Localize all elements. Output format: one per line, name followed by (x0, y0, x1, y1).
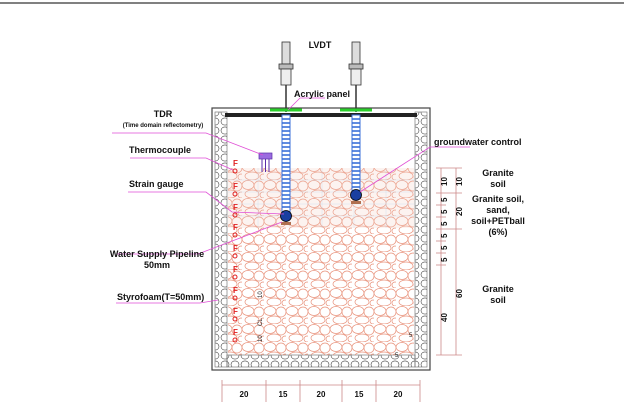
layer-mid-name: Granite soil, (472, 194, 524, 204)
svg-text:F: F (233, 328, 238, 337)
svg-text:F: F (233, 286, 238, 295)
tdr-label: TDR (154, 109, 173, 119)
dim-inner-0: 10 (440, 177, 449, 186)
dim-outer-1: 20 (455, 207, 464, 216)
dim-top-0: 20 (240, 390, 249, 399)
water-supply-size: 50mm (144, 260, 170, 270)
styrofoam-base (226, 354, 416, 368)
thermocouple-sensor: F (232, 244, 238, 259)
strain-gauge-label: Strain gauge (129, 179, 184, 189)
thermocouple-array: F F F F F F F F F (232, 159, 238, 343)
inner-note-cl: CL (258, 318, 264, 326)
thermocouple-sensor: F (232, 307, 238, 322)
lvdt-label: LVDT (309, 40, 332, 50)
acrylic-panel-label: Acrylic panel (294, 89, 350, 99)
lvdt-left (270, 41, 302, 112)
svg-text:F: F (233, 244, 238, 253)
dim-inner-5: 5 (440, 245, 449, 250)
tdr-probe (258, 152, 273, 172)
thermocouple-sensor: F (232, 328, 238, 343)
settlement-rod-left (280, 114, 292, 225)
dim-top-3: 15 (355, 390, 364, 399)
styrofoam-left-wall (214, 111, 228, 368)
dim-top-4: 20 (394, 390, 403, 399)
dim-inner-7: 40 (440, 313, 449, 322)
styrofoam-right-wall (414, 111, 428, 368)
thermocouple-sensor: F (232, 223, 238, 238)
thermocouple-sensor: F (232, 159, 238, 174)
right-outer-dimensions: 10 20 60 (455, 177, 464, 298)
leader-lines (112, 97, 470, 304)
layer-bottom-name-2: soil (490, 295, 506, 305)
layer-mid-name-4: (6%) (488, 227, 507, 237)
dim-outer-0: 10 (455, 177, 464, 186)
svg-text:F: F (233, 203, 238, 212)
thermocouple-label: Thermocouple (129, 145, 191, 155)
layer-mid-name-3: soil+PETball (471, 216, 525, 226)
thermocouple-sensor: F (232, 265, 238, 280)
dim-inner-2: 5 (440, 209, 449, 214)
dim-top-2: 20 (317, 390, 326, 399)
dim-inner-6: 5 (440, 257, 449, 262)
svg-text:F: F (233, 307, 238, 316)
soil-body (228, 168, 414, 355)
right-dimension-lines (436, 167, 462, 356)
dim-outer-2: 60 (455, 289, 464, 298)
dim-inner-3: 5 (440, 221, 449, 226)
styrofoam-label: Styrofoam(T=50mm) (117, 292, 204, 302)
water-supply-label: Water Supply Pipeline (110, 249, 204, 259)
thermocouple-sensor: F (232, 203, 238, 218)
thermocouple-sensor: F (232, 286, 238, 301)
svg-text:F: F (233, 265, 238, 274)
dim-inner-4: 5 (440, 233, 449, 238)
bottom-dimension-row: 20 15 20 15 20 (221, 380, 421, 402)
settlement-rod-right (350, 114, 362, 204)
layer-bottom-name: Granite (482, 284, 514, 294)
dim-inner-1: 5 (440, 197, 449, 202)
gap-dim-label: 5 (409, 333, 413, 339)
right-inner-dimensions: 10 5 5 5 5 5 5 40 (440, 177, 449, 322)
layer-mid-name-2: sand, (486, 205, 510, 215)
dim-top-1: 15 (279, 390, 288, 399)
layer-top-name-2: soil (490, 179, 506, 189)
tdr-full-label: (Time domain reflectometry) (123, 123, 204, 129)
base-dim-label: 5 (395, 353, 399, 359)
svg-text:F: F (233, 159, 238, 168)
acrylic-lid (225, 113, 417, 117)
container-box (211, 107, 431, 371)
layer-top-name: Granite (482, 168, 514, 178)
svg-text:F: F (233, 223, 238, 232)
svg-text:F: F (233, 182, 238, 191)
inner-note-2: 10 (258, 335, 264, 342)
groundwater-control-label: groundwater control (434, 137, 522, 147)
thermocouple-sensor: F (232, 182, 238, 197)
lvdt-right (340, 41, 372, 112)
inner-note-1: 10 (258, 291, 264, 298)
soil-mixed-layer (228, 168, 414, 228)
layer-names: Granite soil Granite soil, sand, soil+PE… (471, 168, 525, 305)
